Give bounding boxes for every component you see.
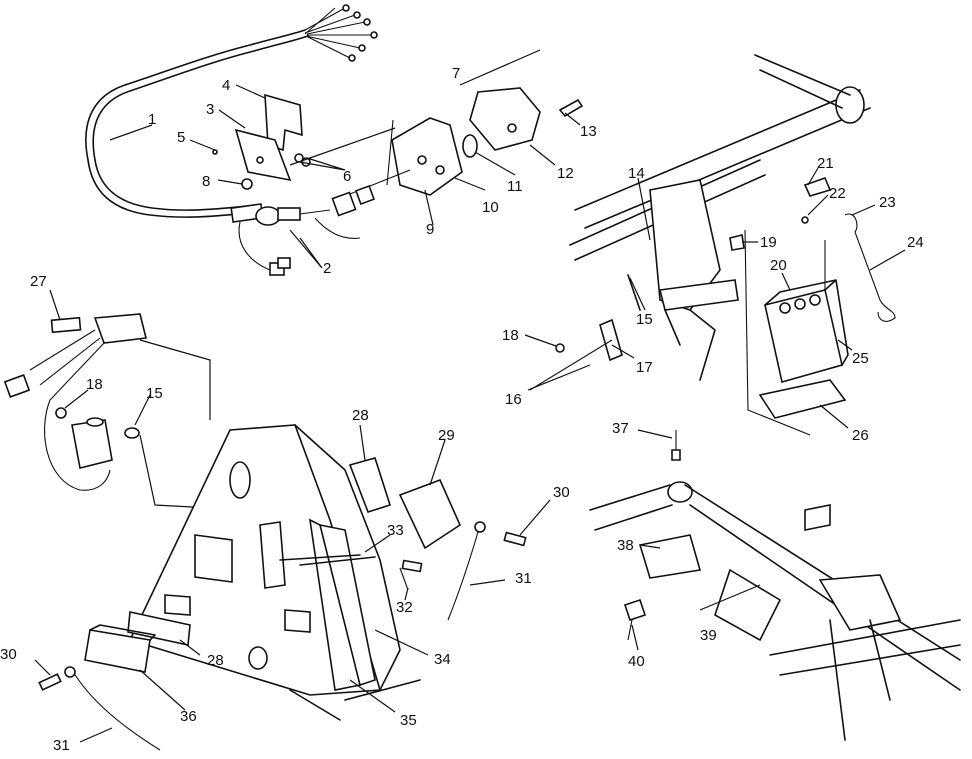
callout-19: 19 [760,234,777,251]
callout-34: 34 [434,651,451,668]
callout-8: 8 [202,173,210,190]
callout-5: 5 [177,129,185,146]
callout-29: 29 [438,427,455,444]
callout-7: 7 [452,65,460,82]
callout-35: 35 [400,712,417,729]
callout-10: 10 [482,199,499,216]
callout-31-left: 31 [53,737,70,754]
callout-3: 3 [206,101,214,118]
frame-battery-area [529,54,896,436]
callout-25: 25 [852,350,869,367]
tail-light-assembly [289,49,584,217]
callout-30-right: 30 [553,484,570,501]
callout-14: 14 [628,165,645,182]
callout-21: 21 [817,155,834,172]
callout-24: 24 [907,234,924,251]
callout-15-left: 15 [146,385,163,402]
callout-39: 39 [700,627,717,644]
callout-27: 27 [30,273,47,290]
callout-23: 23 [879,194,896,211]
ignition-components [3,313,286,513]
callout-33: 33 [387,522,404,539]
callout-32: 32 [396,599,413,616]
wiring-harness [85,4,378,276]
callout-11: 11 [507,178,523,195]
callout-26: 26 [852,427,869,444]
callout-4: 4 [222,77,230,94]
callout-13: 13 [580,123,597,140]
frame-detail-bottom [589,430,961,741]
callout-18-right: 18 [502,327,519,344]
mounting-panel [38,424,527,751]
callout-37: 37 [612,420,629,437]
callout-38: 38 [617,537,634,554]
callout-31-right: 31 [515,570,532,587]
callout-28-top: 28 [352,407,369,424]
callout-6: 6 [343,168,351,185]
callout-20: 20 [770,257,787,274]
callout-40: 40 [628,653,645,670]
callout-28-bottom: 28 [207,652,224,669]
callout-12: 12 [557,165,574,182]
callout-labels: 1 2 3 4 5 6 7 8 9 10 11 12 13 14 15 15 1… [0,65,924,754]
leader-lines [34,84,906,743]
callout-22: 22 [829,185,846,202]
callout-9: 9 [426,221,434,238]
callout-36: 36 [180,708,197,725]
callout-30-left: 30 [0,646,17,663]
tail-light-bracket [212,93,311,190]
callout-17: 17 [636,359,653,376]
callout-1: 1 [148,111,156,128]
callout-2: 2 [323,260,331,277]
callout-16: 16 [505,391,522,408]
callout-18-left: 18 [86,376,103,393]
callout-15-right: 15 [636,311,653,328]
